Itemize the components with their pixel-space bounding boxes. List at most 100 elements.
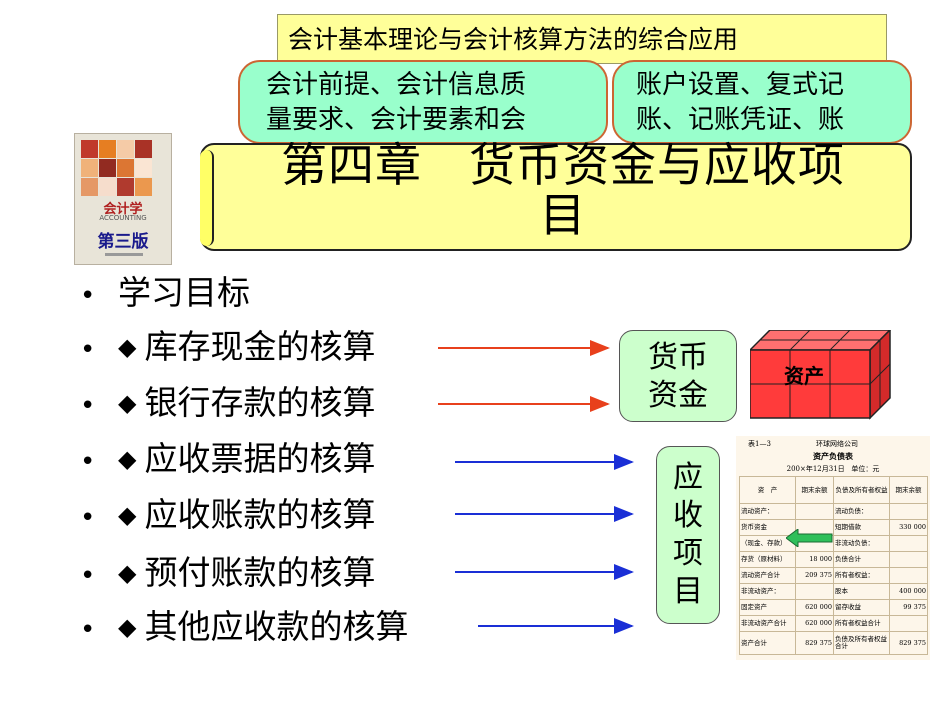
sheet-cell: 负债合计 [833, 551, 890, 568]
book-publisher-bar [105, 253, 143, 256]
bubble-right-line1: 账户设置、复式记 [636, 70, 845, 100]
sheet-row: 流动资产：流动负债： [739, 503, 928, 520]
objective-item: •◆其他应收款的核算 [80, 602, 408, 652]
chapter-scroll-banner [200, 143, 912, 251]
sheet-title: 资产负债表 [813, 451, 853, 461]
sheet-cell [795, 503, 834, 520]
sheet-cell [889, 615, 928, 632]
recv-char-2: 项 [673, 536, 703, 571]
sheet-cell: 829 375 [889, 631, 928, 655]
objective-text: 预付账款的核算 [144, 553, 376, 592]
book-cover-image: 会计学 ACCOUNTING 第三版 [74, 133, 172, 265]
diamond-icon: ◆ [118, 501, 137, 529]
diamond-icon: ◆ [118, 445, 137, 473]
objective-item: • ◆库存现金的核算 [80, 322, 375, 372]
sheet-cell: 负债及所有者权益合计 [833, 631, 890, 655]
sheet-cell: 18 000 [795, 551, 834, 568]
sheet-cell: 固定资产 [739, 599, 796, 616]
sheet-header: 表1—3 环球网络公司 [738, 437, 928, 451]
balance-sheet-table: 资 产 期末余额 负债及所有者权益 期末余额 流动资产：流动负债：货币资金短期借… [739, 476, 928, 655]
sheet-cell: 股本 [833, 583, 890, 600]
bubble-right-line2: 账、记账凭证、账 [636, 105, 845, 135]
bullet-dot: • [80, 561, 96, 591]
sheet-cell: 209 375 [795, 567, 834, 584]
chapter-title: 第四章 货币资金与应收项 目 [214, 140, 912, 240]
sheet-cell [889, 551, 928, 568]
objective-item: •◆银行存款的核算 [80, 378, 375, 428]
book-edition: 第三版 [97, 232, 149, 252]
objective-item: • ◆预付账款的核算 [80, 548, 375, 598]
sheet-cell: 330 000 [889, 519, 928, 536]
sheet-cell: 流动资产： [739, 503, 796, 520]
sheet-cell: 资产合计 [739, 631, 796, 655]
book-cover-mosaic [81, 140, 167, 196]
objective-text: 银行存款的核算 [144, 383, 376, 422]
asset-cube-icon [750, 330, 892, 420]
money-box-line2: 资金 [648, 378, 708, 413]
bullet-dot: • [80, 615, 96, 645]
bubble-left-line2: 量要求、会计要素和会 [266, 105, 527, 135]
scroll-curl-edge [200, 150, 214, 246]
recv-char-0: 应 [673, 460, 703, 495]
chapter-title-line2: 目 [539, 188, 587, 242]
banner-text: 会计基本理论与会计核算方法的综合应用 [288, 25, 739, 54]
sheet-table-no: 表1—3 [748, 440, 771, 448]
bullet-dot: • [80, 447, 96, 477]
sheet-company: 环球网络公司 [816, 440, 858, 448]
sheet-cell: 620 000 [795, 615, 834, 632]
book-subtitle: ACCOUNTING [99, 214, 147, 222]
objective-text: 学习目标 [118, 273, 250, 312]
sheet-cell [889, 535, 928, 552]
book-title: 会计学 [103, 202, 143, 217]
diamond-icon: ◆ [118, 559, 137, 587]
chapter-title-line1: 第四章 货币资金与应收项 [281, 138, 845, 192]
objective-item: • ◆应收账款的核算 [80, 490, 375, 540]
sheet-header-row: 资 产 期末余额 负债及所有者权益 期末余额 [739, 476, 928, 504]
sheet-col-header: 负债及所有者权益 [833, 476, 890, 504]
diamond-icon: ◆ [118, 389, 137, 417]
bubble-left-line1: 会计前提、会计信息质 [266, 70, 527, 100]
sheet-col-header: 资 产 [739, 476, 796, 504]
objective-item: • ◆应收票据的核算 [80, 434, 375, 484]
bullet-dot: • [80, 281, 96, 311]
monetary-funds-box: 货币 资金 [619, 330, 737, 422]
sheet-unit: 单位：元 [851, 465, 880, 473]
highlight-arrow-icon [786, 529, 833, 547]
sheet-col-header: 期末余额 [889, 476, 928, 504]
sheet-cell: 400 000 [889, 583, 928, 600]
objective-text: 应收账款的核算 [144, 495, 376, 534]
sheet-cell: 流动资产合计 [739, 567, 796, 584]
bullet-dot: • [80, 335, 96, 365]
balance-sheet: 表1—3 环球网络公司 资产负债表 200×年12月31日 单位：元 资 产 期… [738, 437, 928, 655]
sheet-cell: 非流动负债： [833, 535, 890, 552]
sheet-cell: 非流动资产： [739, 583, 796, 600]
bubble-accounting-methods: 账户设置、复式记 账、记账凭证、账 [612, 60, 912, 144]
sheet-cell: 留存收益 [833, 599, 890, 616]
sheet-col-header: 期末余额 [795, 476, 834, 504]
sheet-date: 200×年12月31日 [786, 465, 845, 473]
recv-char-3: 目 [673, 574, 703, 609]
money-box-line1: 货币 [648, 340, 708, 375]
bullet-dot: • [80, 503, 96, 533]
sheet-date-unit: 200×年12月31日 单位：元 [738, 464, 928, 476]
sheet-cell: 620 000 [795, 599, 834, 616]
diamond-icon: ◆ [118, 333, 137, 361]
asset-label: 资产 [784, 364, 824, 388]
receivables-box: 应 收 项 目 [656, 446, 720, 624]
sheet-cell: 99 375 [889, 599, 928, 616]
sheet-cell [795, 583, 834, 600]
sheet-cell [889, 503, 928, 520]
sheet-cell: 所有者权益合计 [833, 615, 890, 632]
top-banner: 会计基本理论与会计核算方法的综合应用 [277, 14, 887, 64]
objective-text: 应收票据的核算 [144, 439, 376, 478]
objective-text: 库存现金的核算 [144, 327, 376, 366]
recv-char-1: 收 [673, 498, 703, 533]
sheet-cell: 存货（原材料） [739, 551, 796, 568]
